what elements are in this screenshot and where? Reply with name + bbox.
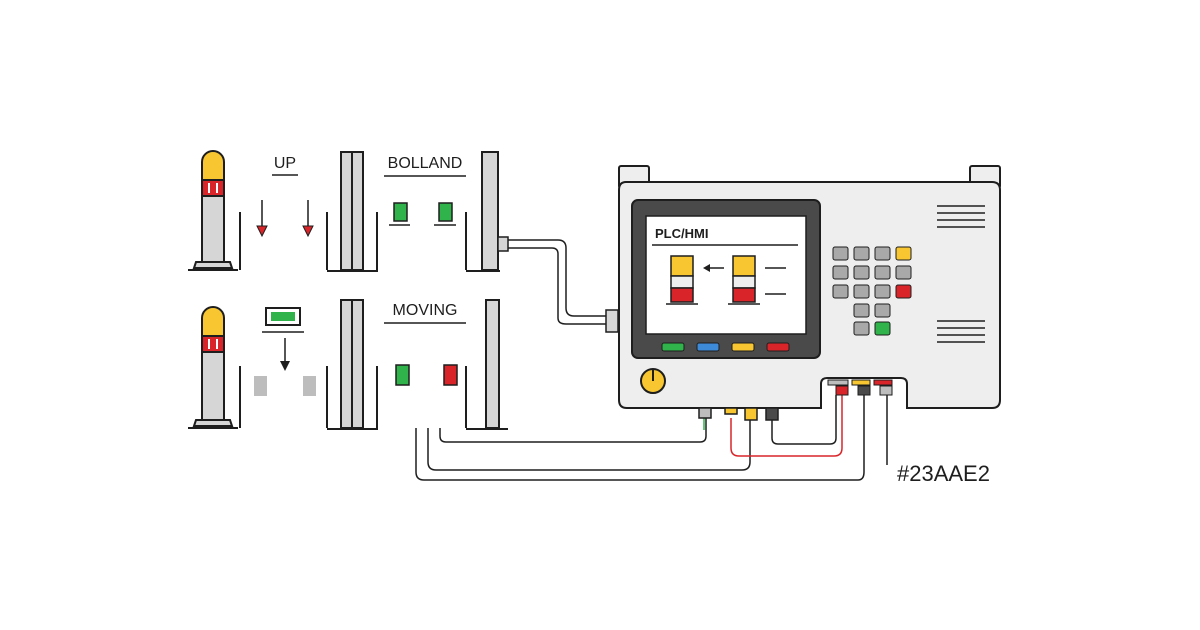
vent [937, 320, 985, 343]
keypad-key[interactable] [874, 303, 891, 318]
status-indicator-icon [303, 376, 316, 396]
status-indicator-icon [395, 364, 410, 386]
bollard-body [201, 195, 225, 263]
knob-icon[interactable] [640, 368, 666, 394]
hmi-button-blue[interactable] [696, 342, 720, 352]
bollard-cap [201, 306, 225, 337]
bottom-row: MOVING [188, 299, 508, 430]
connector-icon [698, 407, 779, 421]
keypad-key[interactable] [874, 246, 891, 261]
hmi-button-red[interactable] [766, 342, 790, 352]
status-indicator-icon [443, 364, 458, 386]
hmi-button-yellow[interactable] [731, 342, 755, 352]
label-bolland: BOLLAND [388, 155, 463, 172]
connector-icon [827, 379, 893, 396]
keypad-key[interactable] [832, 265, 849, 280]
bollard-base [192, 261, 234, 269]
wiring [415, 239, 888, 481]
keypad-key[interactable] [895, 246, 912, 261]
connector-icon [497, 236, 509, 252]
status-display-icon [262, 307, 304, 333]
status-indicator-icon [254, 376, 267, 396]
connector-icon [605, 309, 619, 333]
gate-post [465, 299, 508, 430]
bollard-cap [201, 150, 225, 181]
vent [937, 205, 985, 228]
keypad-key[interactable] [832, 284, 849, 299]
bollard-base [192, 419, 234, 427]
down-arrow-icon [302, 200, 314, 238]
keypad-key[interactable] [832, 246, 849, 261]
status-indicator-icon [434, 202, 456, 226]
keypad-key[interactable] [895, 265, 912, 280]
control-panel-icon: PLC/HMI [618, 165, 1001, 421]
keypad-key[interactable] [853, 246, 870, 261]
label-moving: MOVING [393, 302, 458, 319]
color-tag-label: #23AAE2 [897, 461, 990, 486]
down-arrow-icon [280, 338, 290, 371]
keypad-key[interactable] [853, 321, 870, 336]
bollard-body [201, 351, 225, 421]
label-up: UP [274, 155, 296, 172]
down-arrow-icon [256, 200, 268, 238]
status-indicator-icon [389, 202, 410, 226]
hmi-button-green[interactable] [661, 342, 685, 352]
bollard-icon [728, 255, 760, 305]
bollard-icon [188, 306, 238, 429]
keypad-key[interactable] [853, 303, 870, 318]
left-arrow-icon [703, 264, 724, 272]
keypad-key[interactable] [895, 284, 912, 299]
gate-post [465, 151, 509, 272]
keypad-key[interactable] [874, 321, 891, 336]
bollard-band [201, 335, 225, 353]
bollard-icon [188, 150, 238, 271]
keypad-icon [832, 246, 912, 336]
gate-post [326, 151, 378, 272]
bollard-icon [666, 255, 698, 305]
keypad-key[interactable] [874, 284, 891, 299]
keypad-key[interactable] [874, 265, 891, 280]
keypad-key[interactable] [853, 284, 870, 299]
top-row: UP BOLLAND [188, 150, 509, 272]
bollard-band [201, 179, 225, 197]
keypad-key[interactable] [853, 265, 870, 280]
gate-post [326, 299, 378, 430]
screen-title: PLC/HMI [655, 226, 708, 241]
